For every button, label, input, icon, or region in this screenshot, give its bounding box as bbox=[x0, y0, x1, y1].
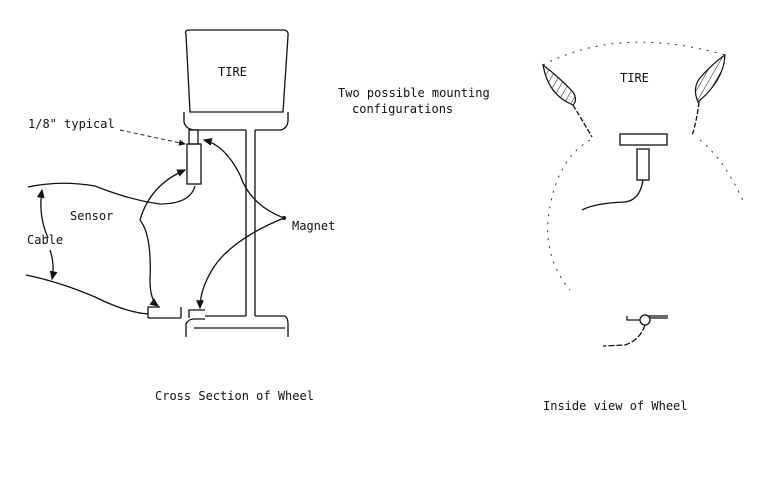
magnet-label: Magnet bbox=[292, 219, 335, 233]
sensor-label: Sensor bbox=[70, 209, 113, 223]
magnet-inside bbox=[619, 133, 668, 146]
rim-spoke bbox=[245, 130, 256, 316]
rim-top-flange bbox=[183, 112, 289, 131]
cable-arrow-upper bbox=[36, 188, 49, 239]
magnet-arrow-lower bbox=[196, 217, 285, 310]
tire-cross-section bbox=[184, 29, 289, 113]
inside-view-drawing: TIRE Inside view of Wheel bbox=[542, 41, 746, 413]
tire-bead-left bbox=[542, 63, 577, 106]
cable-inside-lower bbox=[602, 324, 646, 347]
wheel-outline-dashed bbox=[547, 139, 746, 291]
tire-label-right: TIRE bbox=[620, 71, 649, 85]
gap-label: 1/8" typical bbox=[28, 117, 115, 131]
cross-section-drawing: TIRE 1/8" typical Sensor Cable Magnet Cr… bbox=[25, 29, 335, 403]
cross-section-caption: Cross Section of Wheel bbox=[155, 389, 314, 403]
tire-label-left: TIRE bbox=[218, 65, 247, 79]
cable-lower bbox=[25, 274, 149, 315]
cable-arrow-lower bbox=[49, 249, 58, 281]
cable-label: Cable bbox=[27, 233, 63, 247]
tire-outline-top bbox=[542, 41, 726, 66]
cable-upper bbox=[27, 182, 196, 205]
cable-inside bbox=[581, 179, 644, 211]
lower-mount-fitting bbox=[626, 315, 668, 321]
sensor-arrow-lower bbox=[139, 219, 160, 307]
note-line-1: Two possible mounting bbox=[338, 86, 490, 100]
inside-view-caption: Inside view of Wheel bbox=[543, 399, 688, 413]
sensor-lower bbox=[147, 306, 182, 319]
sensor-upper bbox=[186, 143, 202, 185]
note-line-2: configurations bbox=[352, 102, 453, 116]
sensor-inside bbox=[636, 148, 650, 181]
magnet-lower bbox=[188, 309, 205, 318]
sensor-arrow-upper bbox=[139, 169, 187, 221]
magnet-upper bbox=[188, 129, 199, 145]
tire-bead-right bbox=[694, 53, 726, 103]
rim-bottom-flange bbox=[185, 315, 289, 337]
gap-arrow bbox=[119, 129, 186, 146]
magnet-arrow-upper bbox=[202, 138, 285, 219]
